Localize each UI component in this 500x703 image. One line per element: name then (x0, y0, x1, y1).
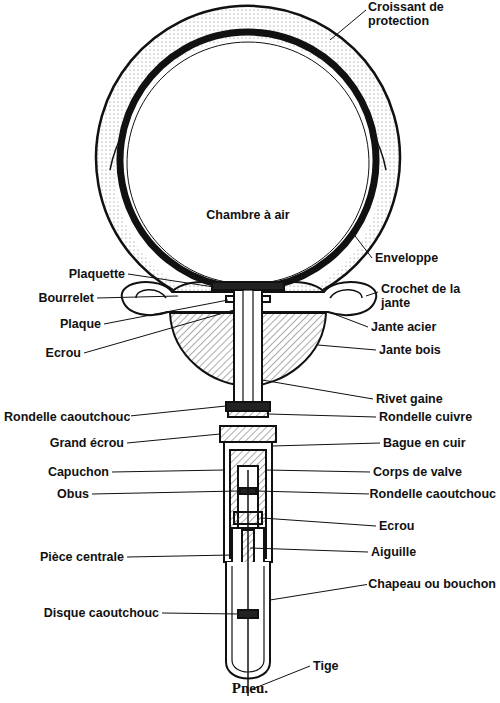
part-label: Ecrou (45, 346, 82, 360)
part-label: Ecrou (378, 519, 415, 533)
part-label: Chapeau ou bouchon (367, 577, 497, 591)
part-label: Aiguille (370, 545, 417, 559)
part-label: Bague en cuir (382, 436, 467, 450)
leader-lines (84, 10, 380, 690)
part-label: Enveloppe (374, 251, 439, 265)
part-label: Rondelle caoutchouc (369, 487, 497, 501)
part-label: Crochet de la jante (380, 282, 482, 310)
part-label: Disque caoutchouc (43, 606, 160, 620)
part-label: Plaque (59, 317, 102, 331)
part-label: Jante acier (370, 320, 437, 334)
part-label: Rivet gaine (375, 392, 444, 406)
part-label: Croissant de protection (367, 0, 497, 28)
part-label: Pièce centrale (39, 550, 125, 564)
part-label: Obus (56, 487, 90, 501)
part-label: Jante bois (378, 343, 442, 357)
figure-caption: Pneu. (232, 680, 268, 697)
part-label: Plaquette (68, 267, 126, 281)
part-label: Tige (312, 659, 339, 673)
part-label: Rondelle caoutchouc (3, 410, 131, 424)
part-label: Corps de valve (372, 465, 463, 479)
part-label: Rondelle cuivre (378, 410, 473, 424)
part-label: Capuchon (47, 465, 110, 479)
part-label: Chambre à air (205, 208, 290, 222)
part-label: Grand écrou (49, 436, 125, 450)
part-label: Bourrelet (37, 291, 95, 305)
